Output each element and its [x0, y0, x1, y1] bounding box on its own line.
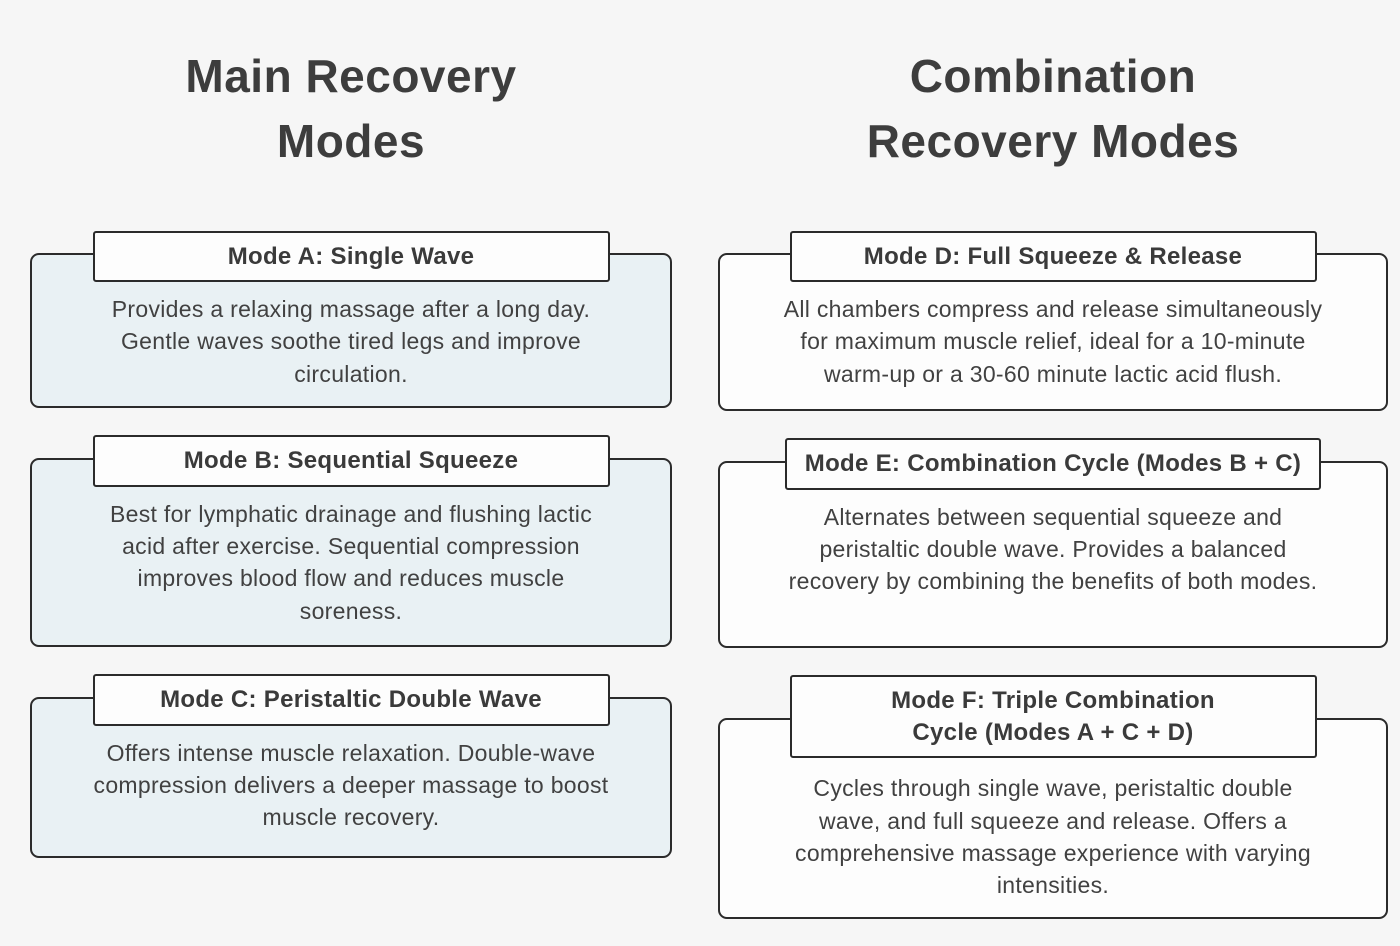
combination-recovery-heading: Combination Recovery Modes	[867, 44, 1240, 175]
mode-d-title: Mode D: Full Squeeze & Release	[789, 230, 1317, 283]
heading-line: Recovery Modes	[866, 115, 1240, 168]
heading-line: Combination	[909, 50, 1197, 102]
mode-c-card: Mode C: Peristaltic Double Wave Offers i…	[30, 673, 672, 858]
mode-d-card: Mode D: Full Squeeze & Release All chamb…	[718, 230, 1388, 412]
combination-recovery-column: Combination Recovery Modes Mode D: Full …	[718, 30, 1388, 946]
mode-a-card: Mode A: Single Wave Provides a relaxing …	[30, 230, 672, 409]
mode-b-card: Mode B: Sequential Squeeze Best for lymp…	[30, 435, 672, 647]
title-line: Cycle (Modes A + C + D)	[912, 718, 1194, 746]
mode-e-title: Mode E: Combination Cycle (Modes B + C)	[784, 438, 1322, 490]
main-recovery-column: Main Recovery Modes Mode A: Single Wave …	[30, 30, 672, 946]
mode-b-description: Best for lymphatic drainage and flushing…	[30, 457, 672, 647]
mode-e-description: Alternates between sequential squeeze an…	[718, 460, 1388, 648]
mode-f-card: Mode F: Triple Combination Cycle (Modes …	[718, 674, 1388, 920]
heading-line: Main Recovery	[185, 50, 517, 102]
mode-a-title: Mode A: Single Wave	[92, 230, 610, 283]
title-line: Mode B: Sequential Squeeze	[183, 447, 519, 475]
mode-c-title: Mode C: Peristaltic Double Wave	[92, 673, 610, 726]
title-line: Mode D: Full Squeeze & Release	[863, 242, 1243, 270]
mode-f-title: Mode F: Triple Combination Cycle (Modes …	[789, 674, 1317, 759]
main-recovery-heading: Main Recovery Modes	[185, 44, 516, 175]
mode-b-title: Mode B: Sequential Squeeze	[92, 435, 610, 487]
title-line: Mode A: Single Wave	[227, 242, 475, 270]
title-line: Mode C: Peristaltic Double Wave	[160, 685, 542, 713]
title-line: Mode E: Combination Cycle (Modes B + C)	[804, 450, 1302, 478]
heading-line: Modes	[276, 115, 426, 168]
title-line: Mode F: Triple Combination	[891, 686, 1215, 714]
mode-e-card: Mode E: Combination Cycle (Modes B + C) …	[718, 438, 1388, 648]
